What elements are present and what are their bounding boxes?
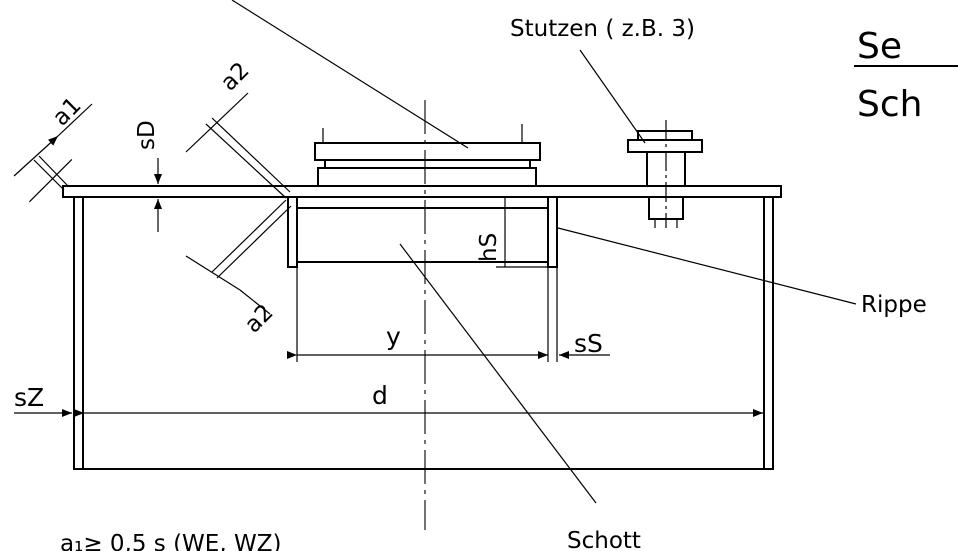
stutzen-leader xyxy=(579,49,646,144)
a1-dim-line xyxy=(28,158,73,203)
flange-base xyxy=(317,167,537,187)
flange-mid xyxy=(324,159,531,169)
a2-top-ext-2 xyxy=(211,117,291,193)
flange-leader xyxy=(231,0,469,149)
title-top: Se xyxy=(857,26,902,67)
left-rib xyxy=(287,196,298,268)
a1-ext-2 xyxy=(38,155,69,187)
nozzle-flange xyxy=(627,139,703,153)
left-shell-wall xyxy=(73,196,84,470)
a1-arrow xyxy=(13,135,59,177)
a2-top-ext-1 xyxy=(205,123,287,199)
rippe-leader xyxy=(557,227,857,305)
y-label: y xyxy=(386,322,401,351)
cover-plate xyxy=(62,185,782,198)
right-shell-wall xyxy=(763,196,774,470)
title-bottom: Sch xyxy=(857,84,922,125)
d-label: d xyxy=(372,381,388,410)
a2-bottom-ext-2 xyxy=(216,205,292,279)
formula-label: a₁≥ 0,5 s (WE, WZ) xyxy=(60,531,281,551)
schott-label: Schott xyxy=(567,528,641,551)
flange-top xyxy=(314,142,541,161)
sS-label: sS xyxy=(574,329,603,358)
rippe-label: Rippe xyxy=(861,292,927,318)
schott-leader xyxy=(399,243,597,504)
hS-label: hS xyxy=(476,233,502,262)
sD-label: sD xyxy=(134,120,160,150)
a1-label: a1 xyxy=(48,93,87,132)
a2-top-label: a2 xyxy=(216,58,255,97)
sZ-label: sZ xyxy=(14,383,44,412)
right-rib xyxy=(547,196,558,268)
a2-bottom-label: a2 xyxy=(240,300,279,339)
a2-bottom-extension xyxy=(239,289,271,315)
a2-bottom-ext-1 xyxy=(211,199,287,273)
a1-ext-1 xyxy=(33,159,65,191)
nozzle-cap xyxy=(637,130,693,141)
a2-bottom-arrow xyxy=(185,255,241,291)
stutzen-label: Stutzen ( z.B. 3) xyxy=(510,16,695,42)
a1-extension xyxy=(57,103,93,137)
